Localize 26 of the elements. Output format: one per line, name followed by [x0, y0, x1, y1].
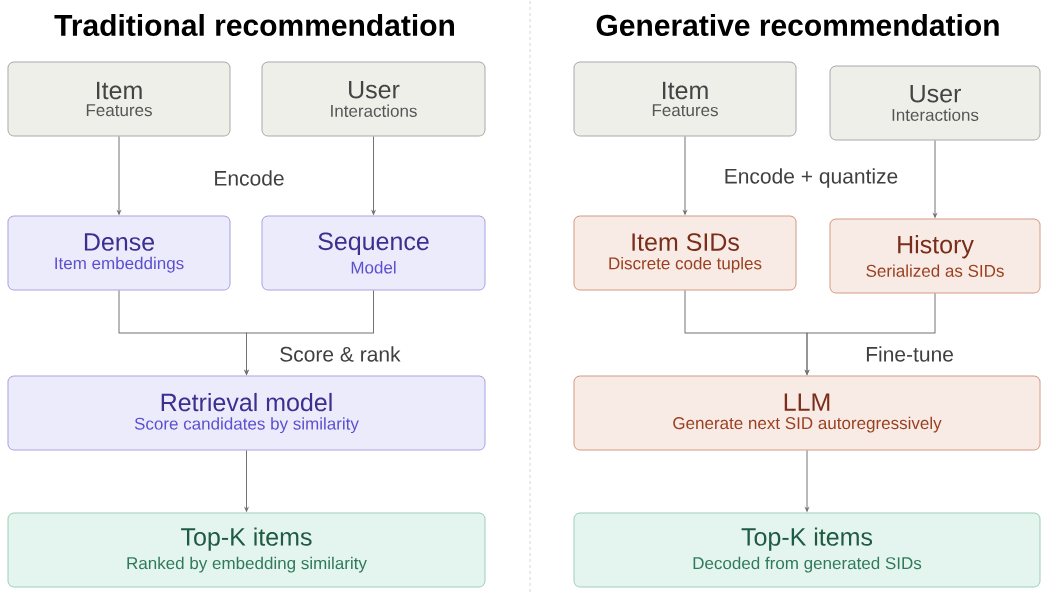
arrow	[683, 136, 687, 215]
process-box: Top-K items Decoded from generated SIDs	[573, 512, 1041, 588]
stage-label: Score & rank	[280, 346, 401, 362]
arrow	[805, 450, 809, 512]
panel-heading: Traditional recommendation	[54, 14, 454, 36]
process-box: History Serialized as SIDs	[829, 218, 1041, 294]
stage-label: Encode	[215, 170, 284, 186]
process-box: User Interactions	[261, 61, 486, 137]
process-box: Dense Item embeddings	[7, 215, 231, 291]
process-box: User Interactions	[829, 65, 1041, 141]
arrow	[805, 293, 936, 375]
process-box: Top-K items Ranked by embedding similarity	[7, 512, 486, 588]
arrow	[244, 290, 374, 375]
arrow	[371, 136, 376, 215]
stage-label: Fine-tune	[866, 346, 953, 362]
arrow	[117, 136, 121, 215]
arrow	[933, 140, 937, 218]
stage-label: Encode + quantize	[725, 168, 898, 188]
panel-heading: Generative recommendation	[596, 14, 999, 36]
process-box: Item SIDs Discrete code tuples	[573, 215, 797, 291]
process-box: Retrieval model Score candidates by similarity	[7, 375, 486, 451]
process-box: Sequence Model	[261, 215, 486, 291]
process-box: LLM Generate next SID autoregressively	[573, 375, 1041, 451]
process-box: Item Features	[573, 61, 797, 137]
arrow	[244, 450, 249, 512]
process-box: Item Features	[7, 61, 231, 137]
